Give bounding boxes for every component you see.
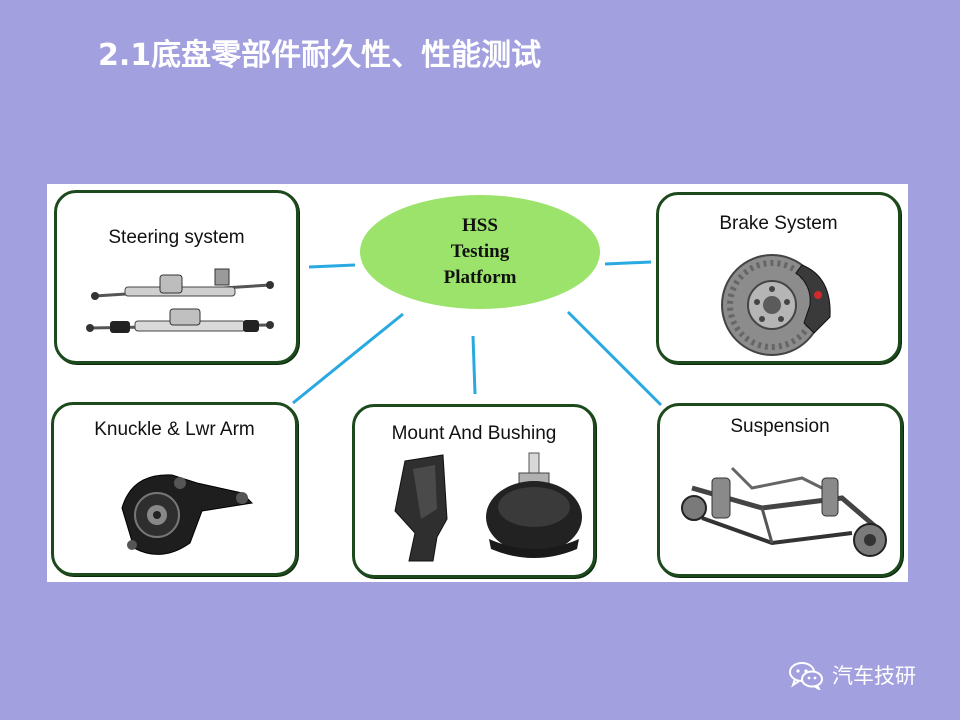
diagram-panel: HSS Testing Platform Steering system Bra… [47,184,908,582]
connector-knuckle [292,312,404,405]
steering-rack-image [86,268,274,333]
node-knuckle-label: Knuckle & Lwr Arm [94,419,255,440]
node-brake: Brake System [656,192,901,364]
slide-title: 2.1底盘零部件耐久性、性能测试 [98,38,542,73]
node-steering: Steering system [54,190,299,364]
node-steering-label: Steering system [108,227,245,248]
hub-node: HSS Testing Platform [360,195,600,309]
connector-brake [604,260,652,266]
connector-steering [308,263,356,269]
node-mount: Mount And Bushing [352,404,596,578]
connector-suspension [566,310,663,407]
mount-bracket-image [394,454,448,562]
node-knuckle: Knuckle & Lwr Arm [51,402,298,576]
brake-disc-image [721,254,831,356]
suspension-assembly-image [681,466,887,557]
wechat-icon [789,662,823,690]
node-brake-label: Brake System [719,213,838,234]
hub-label: HSS Testing Platform [443,215,517,288]
node-mount-label: Mount And Bushing [391,423,557,444]
node-suspension: Suspension [657,403,903,577]
node-suspension-label: Suspension [730,416,830,437]
footer-brand-text: 汽车技研 [832,664,916,688]
footer-brand: 汽车技研 [788,660,916,690]
connector-lines [292,260,663,407]
bushing-image [486,452,582,558]
connector-mount [471,335,477,395]
knuckle-arm-image [121,474,254,555]
